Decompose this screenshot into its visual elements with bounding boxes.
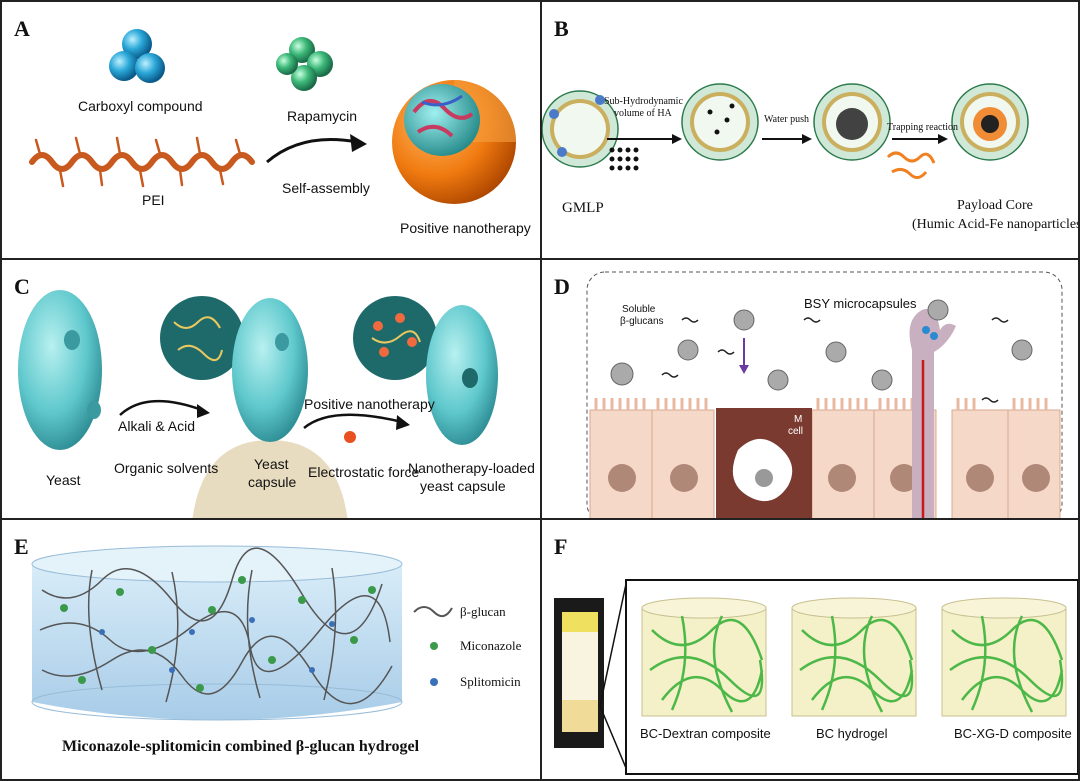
panel-b-graphic xyxy=(542,83,1029,179)
electro-label: Electrostatic force xyxy=(308,464,420,480)
panel-d-graphic xyxy=(586,271,1063,518)
jar-1-icon xyxy=(641,597,767,717)
step1-label: Sub-Hydrodynamic xyxy=(604,96,683,107)
pei-label: PEI xyxy=(142,192,165,208)
arrow-1 xyxy=(119,399,203,416)
product-label: Positive nanotherapy xyxy=(400,220,531,236)
nanotherapy-sphere-icon xyxy=(392,80,516,204)
humic-acid-icon xyxy=(886,151,936,179)
pei-chain-icon xyxy=(29,136,255,188)
panel-b: B GMLP Sub-Hydrodynamic volume of HA Wat… xyxy=(540,0,1080,260)
panel-f: F BC-Dextran composite BC hydrogel BC-XG… xyxy=(540,518,1080,781)
step3-label: Trapping reaction xyxy=(887,122,959,133)
rapamycin-label: Rapamycin xyxy=(287,108,358,124)
hydrogel-caption: Miconazole-splitomicin combined β-glucan… xyxy=(62,738,420,755)
miconazole-dots xyxy=(60,576,376,692)
step1b-label: volume of HA xyxy=(614,108,672,119)
self-assembly-label: Self-assembly xyxy=(282,180,370,196)
dendritic-cell-icon xyxy=(909,309,956,518)
yeast-label: Yeast xyxy=(46,472,81,488)
jar-3-label: BC-XG-D composite xyxy=(954,726,1072,741)
payload-label: Payload Core xyxy=(957,198,1033,213)
panel-c: C Yeast Alkali & Acid Organic solvents Y… xyxy=(0,258,542,520)
jar-3-icon xyxy=(941,597,1067,717)
yeast-cell-icon xyxy=(18,290,102,450)
panel-label: E xyxy=(14,534,29,559)
callout-lines xyxy=(599,583,627,769)
panel-label: A xyxy=(14,16,30,41)
splitomicin-dots xyxy=(99,617,335,673)
soluble-glucan-squiggles xyxy=(661,317,1009,403)
panel-d: D Soluble β-glucans BSY microcapsules M … xyxy=(540,258,1080,520)
legend-glucan-label: β-glucan xyxy=(460,604,506,619)
arrowhead-icon xyxy=(197,404,210,418)
arrowhead-icon xyxy=(739,365,749,374)
epithelial-cells xyxy=(589,409,1061,518)
legend-miconazole-label: Miconazole xyxy=(460,638,522,653)
glucan-network xyxy=(39,547,393,705)
organic-label: Organic solvents xyxy=(114,460,219,476)
legend-splitomicin-icon xyxy=(430,678,438,686)
loaded-label-2: yeast capsule xyxy=(420,478,506,494)
panel-label: D xyxy=(554,274,570,299)
legend-glucan-icon xyxy=(413,606,453,618)
jar-2-icon xyxy=(791,597,917,717)
gmlp-label: GMLP xyxy=(562,200,604,216)
self-assembly-arrow xyxy=(266,138,358,164)
alkali-label: Alkali & Acid xyxy=(118,418,196,434)
ha-dots-icon xyxy=(609,147,639,171)
yeast-capsule-icon xyxy=(232,298,308,442)
zoom-bubble-1-icon xyxy=(160,296,244,380)
payload-sub-label: (Humic Acid-Fe nanoparticles) xyxy=(912,217,1080,232)
legend-miconazole-icon xyxy=(430,642,438,650)
m-cell-label-2: cell xyxy=(788,426,804,437)
m-cell-label-1: M xyxy=(794,414,803,425)
panel-e-graphic xyxy=(31,545,453,721)
panel-f-graphic xyxy=(554,579,1078,775)
gmlp-particle-icon xyxy=(542,90,619,168)
ground-shape xyxy=(192,440,348,518)
legend-splitomicin-label: Splitomicin xyxy=(460,674,521,689)
particle-stage-3-icon xyxy=(813,83,891,161)
arrow-2 xyxy=(303,413,403,429)
rapamycin-molecule-icon xyxy=(276,37,333,91)
bsy-label: BSY microcapsules xyxy=(804,296,917,311)
jar-2-label: BC hydrogel xyxy=(816,726,888,741)
panel-c-graphic xyxy=(18,290,498,518)
soluble-label-1: Soluble xyxy=(622,304,656,315)
capsule-label-1: Yeast xyxy=(254,456,289,472)
payload-core-icon xyxy=(951,83,1029,161)
panel-label: C xyxy=(14,274,30,299)
sample-bottle-icon xyxy=(554,598,604,748)
panel-label: B xyxy=(554,16,569,41)
zoom-bubble-2-icon xyxy=(353,296,437,380)
bsy-microcapsules xyxy=(610,299,1033,391)
panel-a-graphic xyxy=(29,29,516,204)
arrowhead-icon xyxy=(802,134,812,144)
carboxyl-label: Carboxyl compound xyxy=(78,98,203,114)
particle-stage-2-icon xyxy=(681,83,759,161)
jar-1-label: BC-Dextran composite xyxy=(640,726,771,741)
carboxyl-molecule-icon xyxy=(109,29,165,83)
arrowhead-icon xyxy=(938,134,948,144)
panel-a: A Carboxyl compound PEI Rapamycin Self-a… xyxy=(0,0,542,260)
positive-label: Positive nanotherapy xyxy=(304,396,435,412)
step2-label: Water push xyxy=(764,114,810,125)
arrowhead-icon xyxy=(672,134,682,144)
panel-label: F xyxy=(554,534,568,559)
loaded-label-1: Nanotherapy-loaded xyxy=(408,460,535,476)
capsule-label-2: capsule xyxy=(248,474,297,490)
soluble-label-2: β-glucans xyxy=(620,316,664,327)
nanotherapy-particle-icon xyxy=(344,431,356,443)
arrowhead-icon xyxy=(396,415,410,430)
hydrogel-disk-icon xyxy=(31,545,403,721)
loaded-capsule-icon xyxy=(426,305,498,445)
arrowhead-icon xyxy=(350,134,367,152)
m-cell-icon xyxy=(716,408,812,518)
cell-nuclei xyxy=(608,464,1050,492)
panel-e: E β-glucan Miconazole Splitomicin Micona… xyxy=(0,518,542,781)
microvilli xyxy=(594,398,1048,410)
